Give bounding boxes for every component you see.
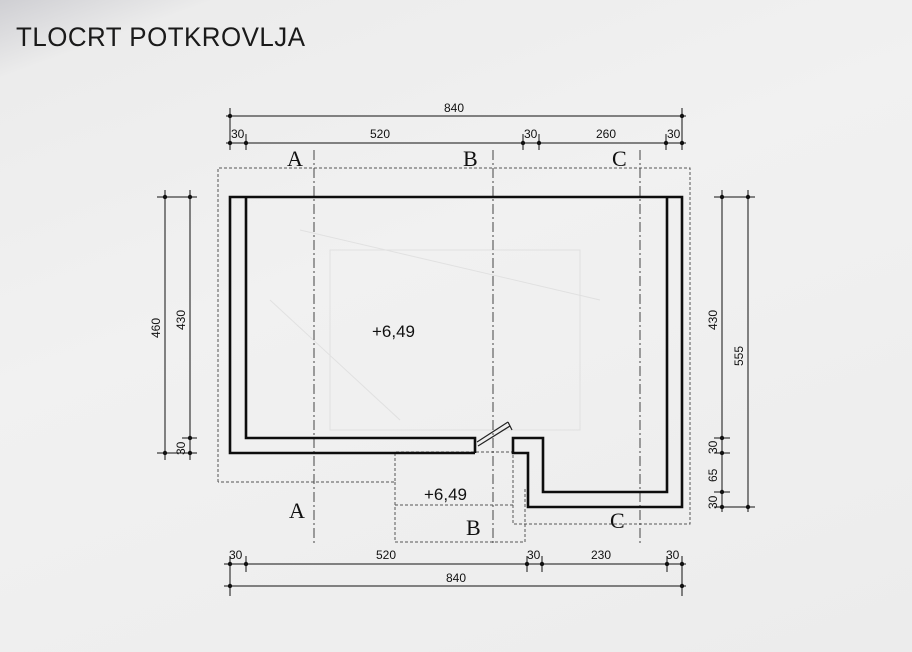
level-label-main: +6,49 — [372, 322, 415, 341]
dim-bottom-seg-4: 230 — [591, 548, 611, 562]
dim-bottom-seg-3: 30 — [527, 548, 541, 562]
dim-top-seg-5: 30 — [667, 127, 681, 141]
outer-wall — [228, 195, 684, 509]
section-label-b-top: B — [463, 146, 478, 171]
plan-title: TLOCRT POTKROVLJA — [16, 22, 306, 52]
dimension-ticks — [162, 113, 751, 589]
dim-top-seg-2: 520 — [370, 127, 390, 141]
roof-outline-dashed — [217, 167, 691, 543]
dim-bottom-seg-2: 520 — [376, 548, 396, 562]
dim-top-seg-4: 260 — [596, 127, 616, 141]
section-label-b-bottom: B — [466, 515, 481, 540]
dim-bottom-seg-5: 30 — [666, 548, 680, 562]
section-label-a-bottom: A — [289, 498, 305, 523]
dim-right-lower-3: 30 — [706, 495, 720, 509]
dim-left-outer: 460 — [149, 318, 163, 338]
dim-left-inner: 430 — [174, 310, 188, 330]
ghost-print — [269, 229, 601, 431]
inner-wall-left — [244, 197, 477, 453]
dim-top-seg-1: 30 — [231, 127, 245, 141]
door-icon — [476, 421, 513, 447]
dim-bottom-seg-1: 30 — [229, 548, 243, 562]
section-label-c-top: C — [612, 146, 627, 171]
dim-bottom-total: 840 — [446, 571, 466, 585]
section-lines — [313, 150, 641, 545]
level-label-lower: +6,49 — [424, 485, 467, 504]
dim-right-outer: 555 — [732, 346, 746, 366]
dim-top-seg-3: 30 — [524, 127, 538, 141]
walls — [228, 195, 684, 509]
dim-right-lower-1: 30 — [706, 440, 720, 454]
dim-left-bottom: 30 — [174, 441, 188, 455]
section-label-c-bottom: C — [610, 508, 625, 533]
dim-top-total: 840 — [444, 101, 464, 115]
section-label-a-top: A — [287, 146, 303, 171]
dim-right-lower-2: 65 — [706, 468, 720, 482]
dim-right-upper: 430 — [706, 310, 720, 330]
